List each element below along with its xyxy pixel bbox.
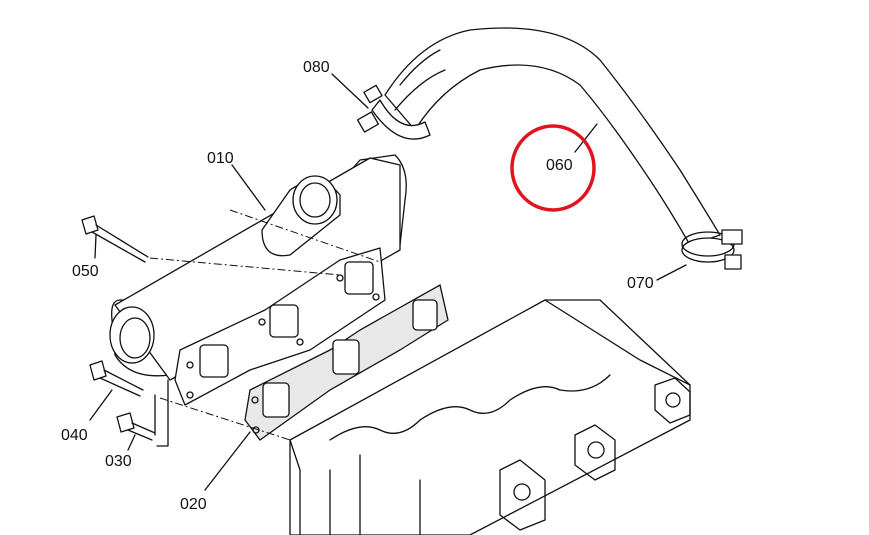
label-020: 020 bbox=[180, 496, 207, 513]
label-060: 060 bbox=[546, 157, 573, 174]
bolt-030 bbox=[116, 412, 156, 441]
label-080: 080 bbox=[303, 59, 330, 76]
hose bbox=[384, 27, 721, 246]
hose-clamp-upper bbox=[356, 84, 431, 140]
leader-lines bbox=[89, 73, 687, 491]
exhaust-manifold bbox=[109, 154, 407, 406]
label-050: 050 bbox=[72, 263, 99, 280]
bracket-lines bbox=[154, 379, 169, 447]
highlight-circle bbox=[510, 124, 596, 212]
label-010: 010 bbox=[207, 150, 234, 167]
cylinder-head bbox=[289, 299, 691, 535]
label-040: 040 bbox=[61, 427, 88, 444]
alignment-lines bbox=[149, 209, 381, 441]
hose-clamp-lower bbox=[681, 229, 743, 270]
label-030: 030 bbox=[105, 453, 132, 470]
bolt-040 bbox=[89, 360, 144, 397]
bolt-050 bbox=[81, 215, 149, 263]
gasket bbox=[244, 284, 449, 441]
label-070: 070 bbox=[627, 275, 654, 292]
